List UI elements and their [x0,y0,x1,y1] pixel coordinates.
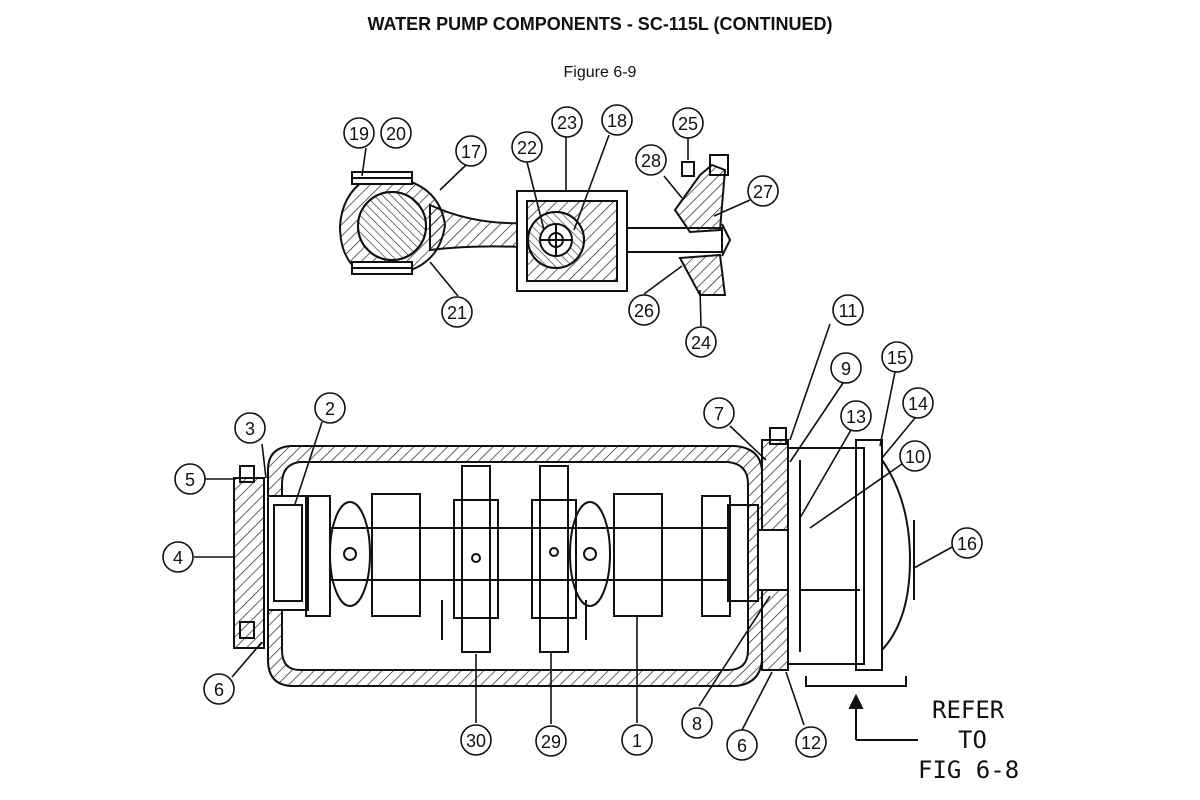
connecting-rod-detail [338,154,732,296]
refer-line-2: TO [958,726,987,754]
rod-big-end [338,171,447,275]
callout-8: 8 [692,714,702,734]
rod-1 [461,465,491,653]
left-cover [233,477,265,649]
callout-19: 19 [349,124,369,144]
crosshead-block [516,190,628,292]
page-title: WATER PUMP COMPONENTS - SC-115L (CONTINU… [367,14,833,34]
callout-22: 22 [517,138,537,158]
callout-28: 28 [641,151,661,171]
callout-14: 14 [908,394,928,414]
callout-5: 5 [185,470,195,490]
callout-26: 26 [634,301,654,321]
callout-6: 6 [214,680,224,700]
callout-11: 11 [839,301,858,321]
reference-note: REFER TO FIG 6-8 [918,696,1019,784]
callout-17: 17 [461,142,481,162]
refer-line-1: REFER [932,696,1005,724]
plunger-rod [626,154,732,296]
reference-bracket [805,676,907,687]
callout-21: 21 [447,303,467,323]
callout-16: 16 [957,534,977,554]
callout-4: 4 [173,548,183,568]
rod-2 [539,465,569,653]
callout-1: 1 [632,731,642,751]
callout-10: 10 [905,447,925,467]
callout-18: 18 [607,111,627,131]
callout-20: 20 [386,124,406,144]
callout-25: 25 [678,114,698,134]
callout-9: 9 [841,359,851,379]
figure-label: Figure 6-9 [563,64,637,81]
callout-15: 15 [887,348,907,368]
callout-13: 13 [846,407,866,427]
leader-lines [194,134,955,731]
callout-24: 24 [691,333,711,353]
callout-bubbles [162,104,983,761]
refer-line-3: FIG 6-8 [918,756,1019,784]
callout-27: 27 [753,182,773,202]
callout-23: 23 [557,113,577,133]
callout-3: 3 [245,419,255,439]
callout-2: 2 [325,399,335,419]
callout-29: 29 [541,732,561,752]
callout-30: 30 [466,731,486,751]
callout-7: 7 [714,404,724,424]
callout-12: 12 [801,733,821,753]
crankcase-assembly [233,427,918,741]
callout-6: 6 [737,736,747,756]
